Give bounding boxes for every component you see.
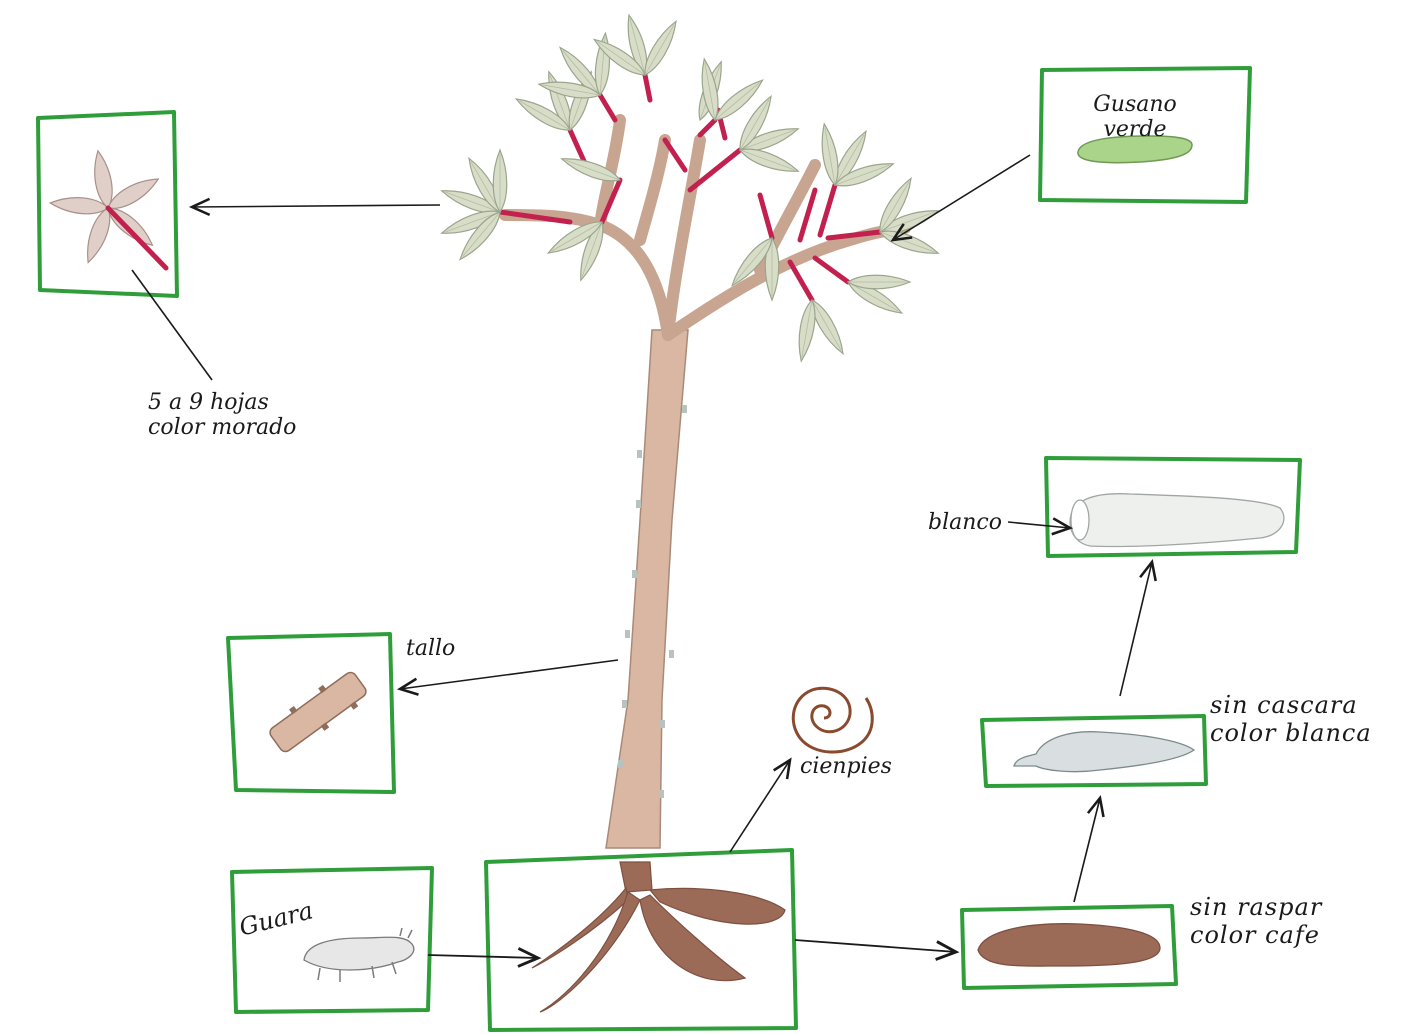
blanco-label: blanco	[928, 510, 1002, 535]
hojas-label-line1: 5 a 9 hojas	[148, 390, 296, 415]
root-peeled-box	[982, 716, 1206, 786]
sin-cascara-label: sin cascara color blanca	[1210, 692, 1372, 747]
stem-box	[228, 634, 394, 792]
cienpies-label: cienpies	[800, 754, 892, 779]
gusano-label-line1: Gusano	[1080, 92, 1190, 117]
arrow-peeled-to-interior	[1120, 562, 1152, 696]
branches	[505, 120, 905, 335]
cassava-tree	[439, 13, 940, 848]
centipede-icon	[793, 688, 872, 752]
gusano-label-line2: verde	[1080, 117, 1190, 142]
hojas-label-line2: color morado	[148, 415, 296, 440]
trunk	[606, 330, 688, 848]
sin-raspar-label: sin raspar color cafe	[1190, 894, 1322, 949]
root-unpeeled-box	[962, 906, 1176, 988]
arrow-roots-to-unpeeled	[795, 940, 956, 952]
root-interior-icon	[1070, 494, 1284, 547]
sin-raspar-line2: color cafe	[1190, 922, 1322, 950]
arrow-to-stem-box	[400, 660, 618, 689]
arrow-to-leaf-box	[192, 205, 440, 207]
root-unpeeled-icon	[978, 924, 1160, 966]
sin-cascara-line1: sin cascara	[1210, 692, 1372, 720]
sin-raspar-line1: sin raspar	[1190, 894, 1322, 922]
arrow-to-leaves-from-caterpillar	[893, 155, 1030, 240]
sin-cascara-line2: color blanca	[1210, 720, 1372, 748]
root-box	[486, 850, 796, 1030]
guara-box	[232, 868, 432, 1012]
tallo-label: tallo	[406, 636, 455, 661]
arrow-to-centipede	[730, 760, 790, 852]
gusano-label: Gusano verde	[1080, 92, 1190, 143]
hojas-label: 5 a 9 hojas color morado	[148, 390, 296, 441]
arrow-unpeeled-to-peeled	[1074, 798, 1100, 902]
leaf-detail-box	[38, 112, 177, 296]
root-interior-box	[1046, 458, 1300, 556]
